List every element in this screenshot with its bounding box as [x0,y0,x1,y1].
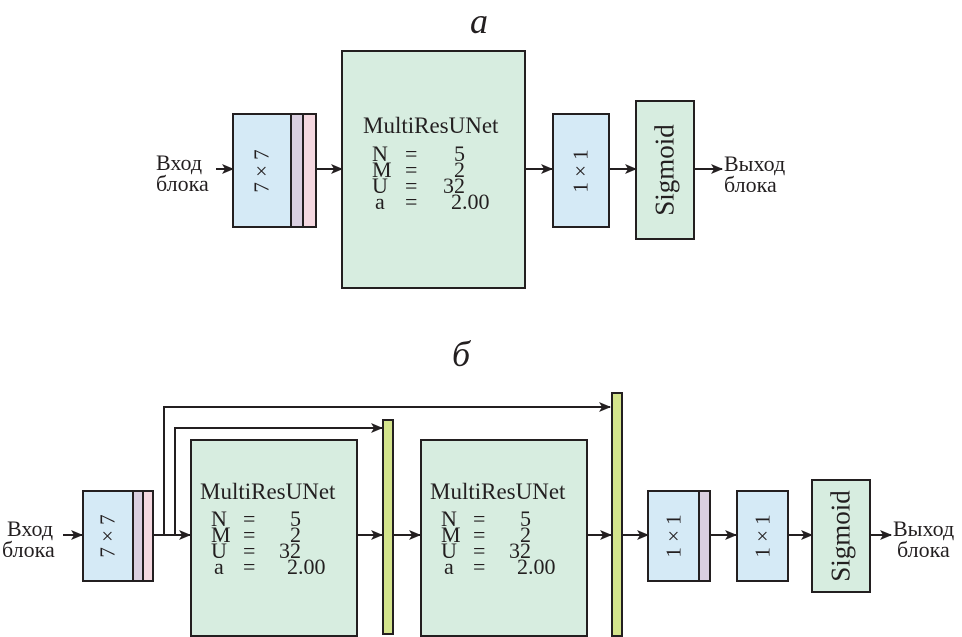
param-value: 5 [290,506,301,531]
param-value: 32 [279,538,301,563]
param-row: U = 32 [211,538,351,563]
param-value: 5 [454,141,465,166]
multiresunet-params: N = 5 M = 2 U = 32 a = 2.00 [211,506,351,579]
param-value: 32 [509,538,531,563]
multiresunet-params: N = 5 M = 2 U = 32 a = 2.00 [441,506,581,579]
conv-1x1-block-a: 1 × 1 [647,490,700,582]
param-name: N [441,506,457,531]
panel-b-label: б [452,334,471,374]
input-label-line-2: блока [2,537,55,562]
param-row: U = 32 [372,173,512,198]
param-eq: = [405,141,418,166]
param-name: M [441,522,461,547]
output-label-line-2: блока [897,537,950,562]
param-eq: = [243,538,256,563]
param-value: 5 [520,506,531,531]
input-label-line-1: Вход [7,516,54,541]
param-value: 2.00 [287,554,326,579]
panel-b-input-label: Вход блока [2,516,55,562]
param-row: N = 5 [372,141,512,166]
panel-b-output-label: Выход блока [893,516,955,562]
panel-a-input-label: Вход блока [156,150,209,196]
param-value: 2 [454,157,465,182]
multiresunet-block-1: MultiResUNet N = 5 M = 2 U = 32 a = 2.00 [190,439,358,637]
multiresunet-params: N = 5 M = 2 U = 32 a = 2.00 [372,141,512,214]
multiresunet-title: MultiResUNet [363,113,499,138]
param-name: U [211,538,227,563]
param-eq: = [473,554,486,579]
param-eq: = [405,173,418,198]
skip-inner [174,423,383,535]
param-name: M [211,522,231,547]
output-label-line-1: Выход [724,151,786,176]
param-eq: = [243,554,256,579]
multiresunet-block-2: MultiResUNet N = 5 M = 2 U = 32 a = 2.00 [420,439,588,637]
param-row: M = 2 [211,522,351,547]
conv-7x7-label: 7 × 7 [249,148,274,193]
param-eq: = [405,189,418,214]
param-row: M = 2 [372,157,512,182]
conv-1x1-label: 1 × 1 [568,148,593,193]
skip-outer [163,402,611,535]
multiresunet-block: MultiResUNet N = 5 M = 2 U = 32 a = 2.00 [341,50,526,289]
concat-layer-2 [611,392,623,637]
param-row: N = 5 [441,506,581,531]
conv-7x7-block: 7 × 7 [82,490,134,582]
conv-7x7-block: 7 × 7 [232,113,292,228]
param-eq: = [473,506,486,531]
sigmoid-label: Sigmoid [825,490,856,582]
conv-1x1-block-b: 1 × 1 [736,490,789,582]
param-name: N [372,141,388,166]
conv-1x1-label: 1 × 1 [661,514,685,558]
conv-1x1-block: 1 × 1 [552,113,610,228]
param-value: 2 [520,522,531,547]
param-name: N [211,506,227,531]
conv-1x1-label: 1 × 1 [750,514,774,558]
param-row: a = 2.00 [211,554,351,579]
param-eq: = [243,522,256,547]
param-value: 32 [443,173,465,198]
param-eq: = [473,538,486,563]
param-row: a = 2.00 [441,554,581,579]
param-name: a [214,554,224,579]
param-eq: = [243,506,256,531]
param-row: a = 2.00 [372,189,512,214]
panel-a-label: a [470,1,488,41]
param-row: N = 5 [211,506,351,531]
param-value: 2.00 [517,554,556,579]
sigmoid-block: Sigmoid [635,100,695,240]
sigmoid-block: Sigmoid [811,479,871,593]
concat-layer-1 [382,419,394,635]
input-label-line-2: блока [156,171,209,196]
param-name: a [375,189,385,214]
param-eq: = [405,157,418,182]
multiresunet-title: MultiResUNet [200,479,336,504]
output-label-line-1: Выход [893,516,955,541]
output-label-line-2: блока [724,172,777,197]
param-row: M = 2 [441,522,581,547]
param-name: U [441,538,457,563]
conv-7x7-label: 7 × 7 [95,514,120,558]
panel-a-output-label: Выход блока [724,151,786,197]
sigmoid-label: Sigmoid [649,124,680,216]
param-value: 2 [290,522,301,547]
param-name: M [372,157,392,182]
param-value: 2.00 [451,189,490,214]
input-label-line-1: Вход [156,150,203,175]
param-eq: = [473,522,486,547]
param-name: a [444,554,454,579]
param-name: U [372,173,388,198]
multiresunet-title: MultiResUNet [430,479,566,504]
param-row: U = 32 [441,538,581,563]
